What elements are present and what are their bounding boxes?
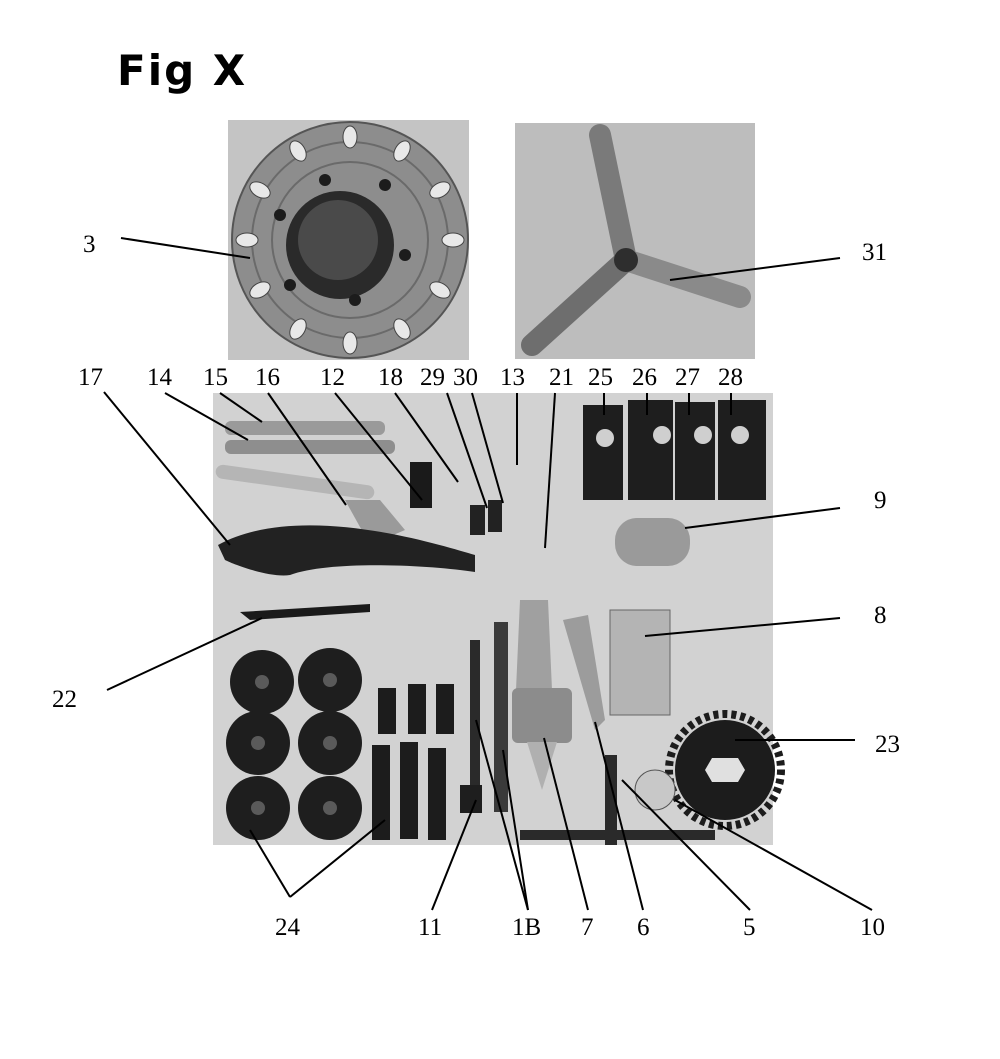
label-12: 12 <box>320 364 345 391</box>
figure-title: Fig X <box>117 46 248 95</box>
label-18: 18 <box>378 364 403 391</box>
label-31: 31 <box>862 239 887 266</box>
label-17: 17 <box>78 364 103 391</box>
label-5: 5 <box>743 914 756 941</box>
label-22: 22 <box>52 686 77 713</box>
label-24: 24 <box>275 914 301 941</box>
label-23: 23 <box>875 731 900 758</box>
label-15: 15 <box>203 364 228 391</box>
leader-lines <box>103 237 873 911</box>
label-9: 9 <box>874 487 887 514</box>
accessories-photo <box>213 393 785 845</box>
label-30: 30 <box>453 364 478 391</box>
label-14: 14 <box>147 364 173 391</box>
label-11: 11 <box>418 914 442 941</box>
label-16: 16 <box>255 364 280 391</box>
label-10: 10 <box>860 914 885 941</box>
label-3: 3 <box>83 231 96 258</box>
label-29: 29 <box>420 364 445 391</box>
label-8: 8 <box>874 602 887 629</box>
label-6: 6 <box>637 914 650 941</box>
label-21: 21 <box>549 364 574 391</box>
label-1B: 1B <box>512 914 541 941</box>
chuck-jaws-photo <box>515 123 755 359</box>
label-25: 25 <box>588 364 613 391</box>
label-7: 7 <box>581 914 594 941</box>
faceplate-photo <box>228 120 469 360</box>
label-28: 28 <box>718 364 743 391</box>
label-26: 26 <box>632 364 657 391</box>
label-27: 27 <box>675 364 700 391</box>
label-13: 13 <box>500 364 525 391</box>
